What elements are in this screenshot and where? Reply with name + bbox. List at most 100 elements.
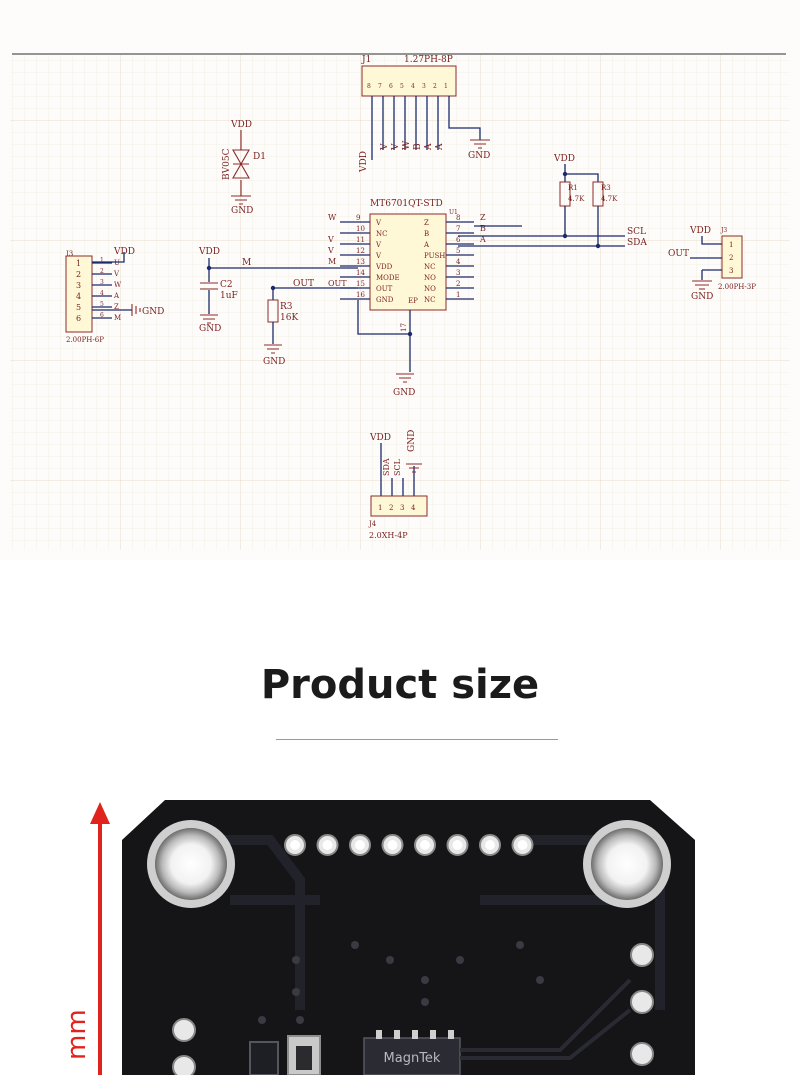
j4-pin-label: 3 (400, 504, 404, 512)
chip-net-label: V (327, 246, 334, 255)
chip-pin-name: VDD (375, 263, 393, 271)
side-pads (172, 943, 654, 1075)
pcb-outline (122, 800, 695, 1075)
chip-pin-number: 9 (356, 214, 360, 222)
chip-pin-name: MODE (376, 274, 400, 282)
chip-ep-label: EP (408, 297, 418, 305)
chip-pin-number: 2 (456, 280, 460, 288)
j1-net-label: V (391, 143, 401, 151)
j1-net-label: VDD (359, 151, 369, 173)
j1-net-label: A (435, 143, 445, 151)
j1-ref: J1 (361, 55, 371, 65)
header-pads (284, 834, 534, 856)
j4-pin-label: 4 (411, 504, 416, 512)
chip-net-label: OUT (328, 279, 347, 288)
output-connector: VDD J3 1 2 3 OUT GND 2.00PH-3P (668, 226, 756, 302)
out-net-label: OUT (293, 279, 314, 289)
j4-net-scl: SCL (393, 458, 402, 476)
j1-net-label: B (413, 143, 423, 150)
chip-pin-number: 11 (356, 236, 365, 244)
j4-pin-label: 1 (378, 504, 382, 512)
j4-ref: J4 (368, 520, 377, 528)
chip-pin-name: A (423, 241, 430, 249)
chip-net-label: A (479, 235, 486, 244)
chip-pin-number: 10 (356, 225, 365, 233)
j3-pin-number: 3 (100, 279, 104, 286)
j3-pin-number: 6 (100, 312, 104, 319)
chip-pin-name: PUSH (424, 252, 445, 260)
j3-pin-label: 1 (76, 259, 81, 268)
chip-pin-number: 7 (456, 225, 460, 233)
chip-pin-number: 16 (356, 291, 365, 299)
chip-net-label: B (480, 224, 486, 233)
r3-left-ref: R3 (280, 302, 293, 312)
j3-net-label: Z (114, 303, 119, 311)
j2-ref: J3 (720, 227, 727, 234)
j1-pin-label: 8 (367, 83, 371, 90)
j3-pin-label: 6 (76, 314, 81, 323)
c2-gnd-label: GND (199, 324, 221, 334)
pcb-board-photo: mm MagnTek (62, 800, 695, 1075)
j1-net-label: W (402, 140, 412, 150)
chip-marking: MagnTek (384, 1051, 441, 1066)
chip-pin-name: NC (376, 230, 387, 238)
chip-pin-name: GND (376, 296, 394, 304)
j3-net-label: A (113, 292, 120, 300)
pad-hole (290, 840, 300, 850)
chip-pin-number: 8 (456, 214, 460, 222)
chip-pin-name: NC (424, 263, 435, 271)
j3-footprint: 2.00PH-6P (66, 336, 104, 344)
c2-capacitor: VDD C2 1uF GND M (198, 247, 358, 334)
r1-value: 4.7K (568, 195, 585, 203)
d1-vdd-label: VDD (230, 120, 252, 130)
title-divider (276, 739, 558, 740)
d1-tvs-diode: VDD D1 BV05C GND (222, 120, 266, 216)
j3-pin-number: 1 (100, 257, 104, 264)
chip-part-number: MT6701QT-STD (370, 199, 443, 209)
j4-net-sda: SDA (382, 458, 391, 476)
vias (258, 941, 544, 1024)
pad-hole (387, 840, 398, 850)
chip-pin-number: 13 (356, 258, 365, 266)
chip-pin-name: NO (424, 285, 436, 293)
chip-pin17: 17 (400, 323, 408, 332)
chip-pin-name: V (375, 219, 382, 227)
j1-pin-label: 6 (389, 83, 393, 90)
j3-net-label: M (114, 314, 121, 322)
j4-vdd-label: VDD (369, 433, 391, 443)
j1-pin-label: 7 (378, 83, 382, 90)
chip-pin-name: NO (424, 274, 436, 282)
d1-ref: D1 (253, 152, 266, 162)
j1-footprint: 1.27PH-8P (404, 55, 453, 65)
j3-pin-number: 2 (100, 268, 104, 275)
r1-ref: R1 (568, 184, 578, 192)
sda-label: SDA (627, 238, 647, 248)
j4-gnd-label: GND (407, 430, 417, 452)
j4-connector: VDD GND SDA SCL 1 2 3 4 J4 2.0XH-4P (368, 430, 428, 540)
chip-net-label: M (328, 257, 336, 266)
chip-pin-number: 12 (356, 247, 365, 255)
j3-pin-label: 4 (76, 292, 81, 301)
c2-vdd-label: VDD (198, 247, 220, 257)
j1-connector: J1 1.27PH-8P 8 7 6 5 4 3 2 1 GND VDD V V… (359, 55, 490, 173)
chip-ref: U1 (449, 209, 458, 216)
dimension-arrow: mm (62, 802, 110, 1075)
c2-ref: C2 (220, 280, 233, 290)
j2-pin-label: 3 (729, 267, 733, 275)
chip-pin-name: OUT (376, 285, 393, 293)
j1-pin-label: 1 (444, 83, 448, 90)
j3-ref: J3 (65, 250, 73, 258)
chip-pin-number: 1 (456, 291, 460, 299)
j1-pin-label: 4 (411, 83, 415, 90)
j4-footprint: 2.0XH-4P (369, 531, 408, 540)
dimension-unit: mm (62, 1009, 92, 1060)
pad-hole (322, 840, 333, 850)
j2-footprint: 2.00PH-3P (718, 283, 756, 291)
j2-pin-label: 2 (729, 254, 733, 262)
chip-pin-name: B (424, 230, 429, 238)
j4-pin-label: 2 (389, 504, 393, 512)
pullup-vdd-label: VDD (553, 154, 575, 164)
pad-hole (485, 840, 495, 850)
